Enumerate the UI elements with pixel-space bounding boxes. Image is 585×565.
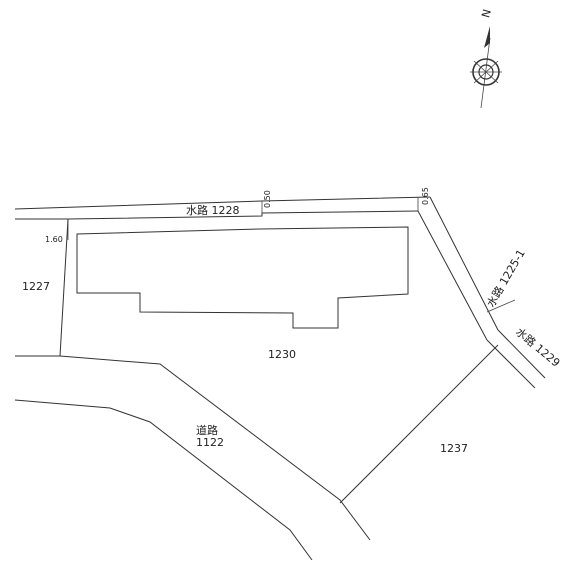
channel-1229-label: 水路 1229	[513, 325, 562, 369]
channel-1225-1	[417, 196, 499, 341]
road-label-name: 道路	[196, 423, 218, 437]
road-1122	[14, 355, 371, 561]
width-label-left: 1.60	[45, 235, 63, 244]
road-label-number: 1122	[196, 436, 224, 449]
width-label-mid: 0.50	[263, 190, 272, 208]
parcel-1227-boundary	[59, 218, 69, 357]
north-label: N	[479, 8, 494, 19]
width-label-right: 0.65	[421, 187, 430, 205]
parcel-1237-label: 1237	[440, 442, 468, 455]
parcel-1230-label: 1230	[268, 348, 296, 361]
compass-rose-icon	[470, 26, 502, 109]
building-footprint	[76, 226, 409, 329]
channel-1225-1-label: 水路 1225-1	[484, 247, 527, 309]
channel-1228-label: 水路 1228	[186, 204, 240, 217]
parcel-1237-boundary	[339, 344, 499, 504]
parcel-1227-label: 1227	[22, 280, 50, 293]
